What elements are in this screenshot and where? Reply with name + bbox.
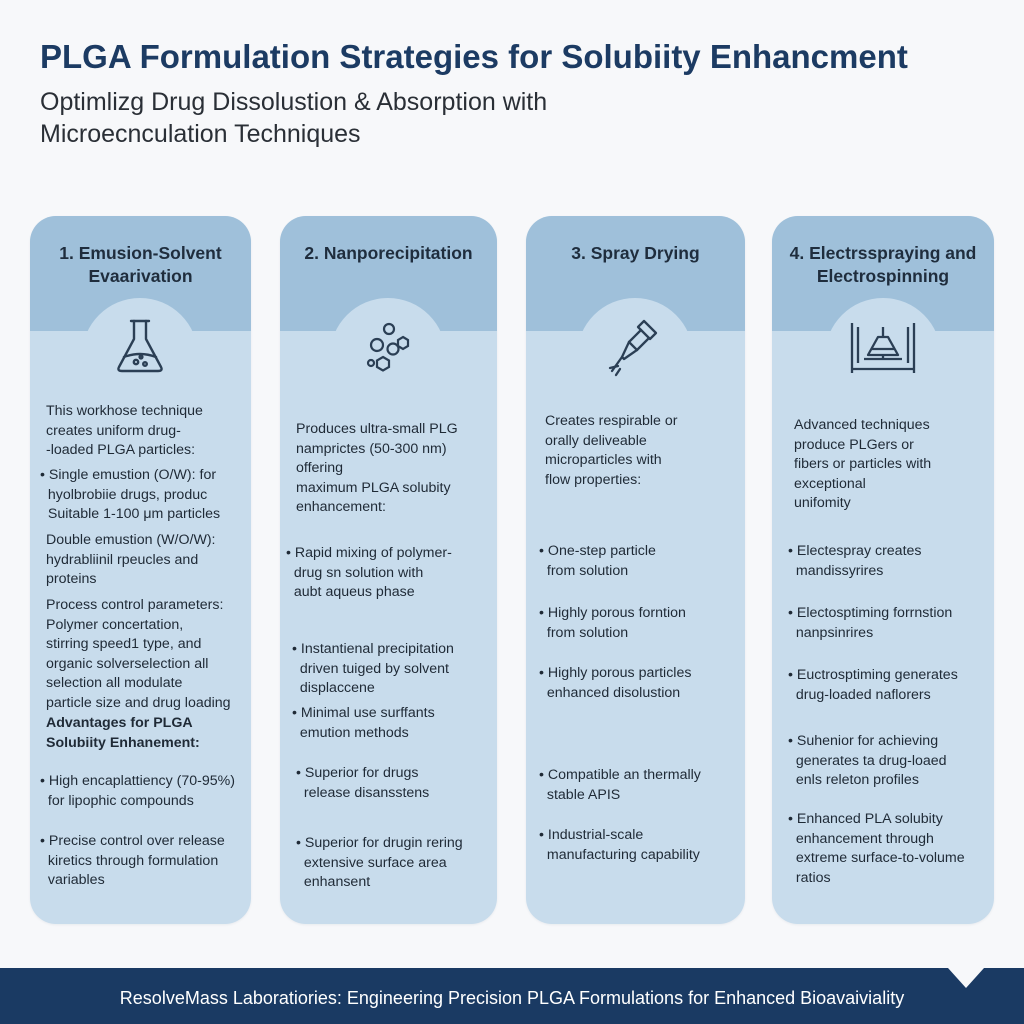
list-item: • Electespray creates mandissyrires	[788, 543, 922, 579]
card-title: 3. Spray Drying	[571, 243, 700, 263]
card-emulsion-solvent-evaporation: 1. Emusion-Solvent Evaarivation This wor…	[30, 216, 251, 924]
list-item: • Single emustion (O/W): for hyolbrobiie…	[40, 467, 221, 522]
text-block: Produces ultra-small PLG namprictes (50-…	[296, 421, 458, 515]
list-item: • Superior for drugin rering extensive s…	[296, 835, 463, 890]
card-nanoprecipitation: 2. Nanporecipitation Produces ultra-smal…	[280, 216, 497, 924]
list-item: • Compatible an thermally stable APIS	[539, 767, 701, 803]
list-item: • Industrial-scale manufacturing capabil…	[539, 827, 700, 863]
list-item: • Precise control over release kiretics …	[40, 833, 225, 888]
list-item: • Electosptiming forrnstion nanpsinrires	[788, 605, 953, 641]
list-item: • Minimal use surffants emution methods	[292, 705, 435, 741]
text-block: Double emustion (W/O/W): hydrabliinil rp…	[46, 532, 216, 587]
list-item: • Suhenior for achieving generates ta dr…	[788, 733, 947, 788]
page-title: PLGA Formulation Strategies for Solubiit…	[40, 38, 908, 75]
card-electrospraying-electrospinning: 4. Electrsspraying and Electrospinning A…	[772, 216, 994, 924]
card-title: 2. Nanporecipitation	[304, 243, 473, 263]
card-title: 4. Electrsspraying and Electrospinning	[789, 243, 977, 286]
electrospray-apparatus-icon	[850, 323, 916, 373]
particles-icon	[366, 322, 410, 372]
footer-text: ResolveMass Laboratiories: Engineering P…	[119, 988, 905, 1008]
footer-notch	[948, 968, 984, 988]
text-block: Creates respirable or orally deliveable …	[545, 413, 678, 488]
list-item: • Enhanced PLA solubity enhancement thro…	[788, 811, 965, 886]
text-block: This workhose technique creates uniform …	[46, 403, 203, 458]
list-item: • Rapid mixing of polymer- drug sn solut…	[286, 545, 452, 600]
list-item: • Superior for drugs release disansstens	[296, 765, 430, 801]
list-item: • One-step particle from solution	[539, 543, 656, 579]
spray-nozzle-icon	[608, 319, 658, 377]
icon-badge	[330, 298, 446, 414]
icon-badge	[577, 298, 693, 414]
advantages-heading: Advantages for PLGA Solubiity Enhanement…	[46, 715, 200, 751]
flask-icon	[117, 319, 163, 373]
card-spray-drying: 3. Spray Drying Creates respirable or or…	[526, 216, 745, 924]
page-subtitle: Optimlizg Drug Dissolustion & Absorption…	[40, 88, 548, 148]
list-item: • Highly porous forntion from solution	[539, 605, 686, 641]
list-item: • Highly porous particles enhanced disol…	[539, 665, 692, 701]
list-item: • Instantienal precipitation driven tuig…	[292, 641, 454, 696]
list-item: • Euctrosptiming generates drug-loaded n…	[788, 667, 958, 703]
list-item: • High encaplattiency (70-95%) for lipop…	[40, 773, 236, 809]
card-title: 1. Emusion-Solvent Evaarivation	[59, 243, 222, 286]
footer-banner: ResolveMass Laboratiories: Engineering P…	[0, 968, 1024, 1024]
text-block: Process control parameters: Polymer conc…	[46, 597, 231, 711]
text-block: Advanced techniques produce PLGers or fi…	[794, 417, 932, 511]
